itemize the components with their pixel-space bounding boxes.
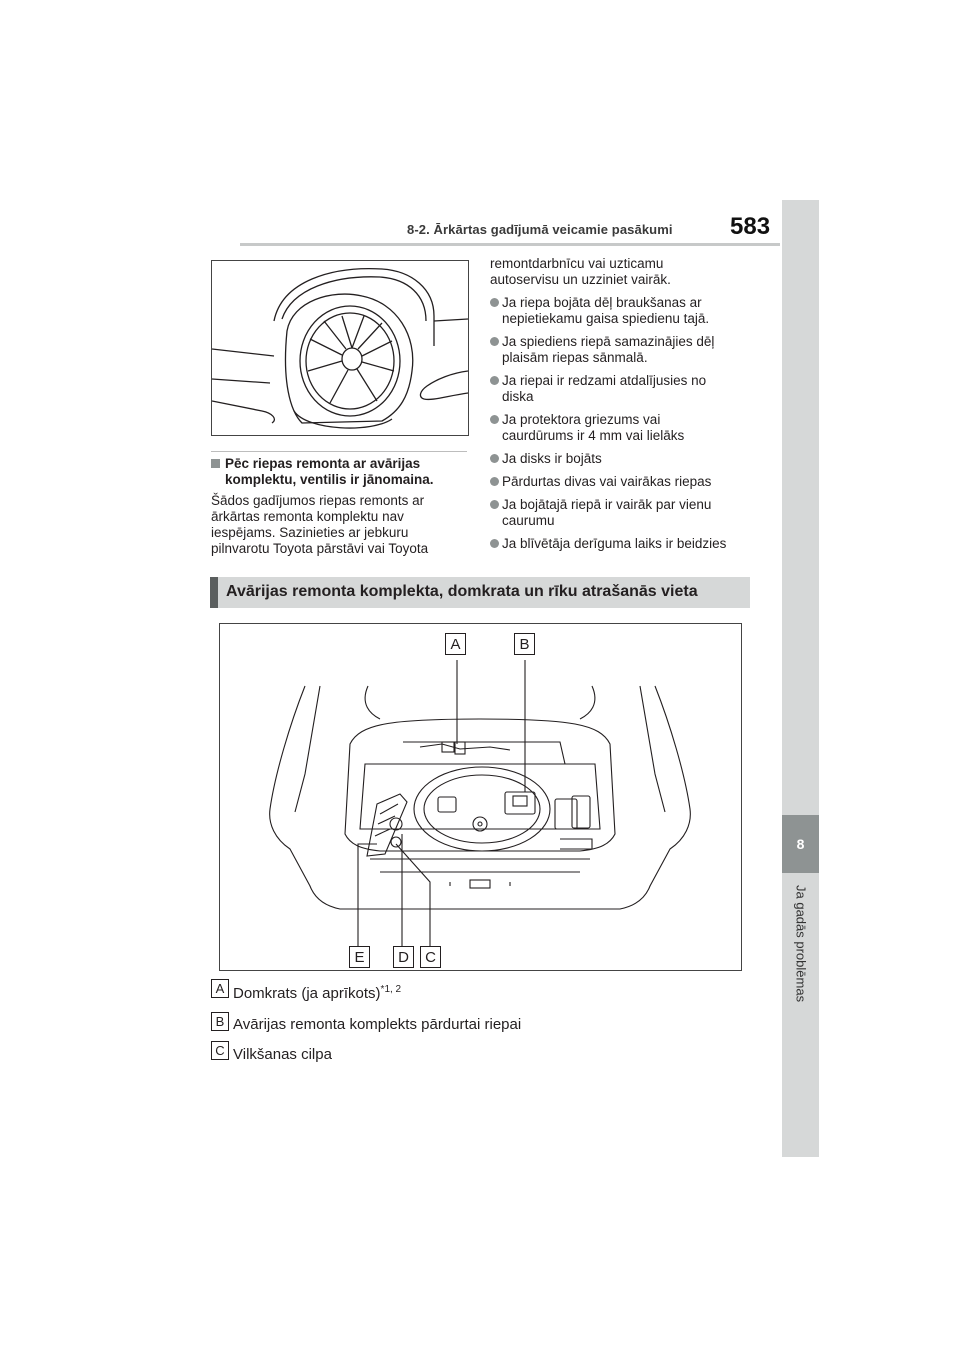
label-d: D: [393, 946, 414, 968]
list-item: Pārdurtas divas vai vairākas riepas: [490, 474, 765, 490]
label-a: A: [445, 633, 466, 655]
label-b: B: [514, 633, 535, 655]
flat-tire-illustration: [211, 260, 469, 436]
chapter-side-tab: [782, 200, 819, 1157]
page-number: 583: [730, 213, 771, 240]
intro-line: autoservisu un uzziniet vairāk.: [490, 272, 671, 287]
intro-line: remontdarbnīcu vai uzticamu: [490, 256, 664, 271]
legend-label-a: A: [211, 979, 229, 998]
legend-text-a: Domkrats (ja aprīkots)*1, 2: [233, 984, 402, 1002]
flat-tire-drawing: [211, 267, 469, 429]
label-e: E: [349, 946, 370, 968]
chapter-title-vertical: Ja gadās problēmas: [782, 885, 819, 1025]
legend-label-c: C: [211, 1041, 229, 1060]
section-banner: Avārijas remonta komplekta, domkrata un …: [210, 577, 750, 608]
banner-accent: [210, 577, 218, 608]
footnote-ref: *1, 2: [380, 984, 402, 995]
trunk-illustration: A B E D C: [219, 623, 742, 971]
right-intro: remontdarbnīcu vai uzticamu autoservisu …: [490, 256, 760, 288]
square-bullet-icon: [211, 459, 220, 468]
list-item: Ja blīvētāja derīguma laiks ir beidzies: [490, 536, 765, 552]
trunk-drawing: [269, 660, 691, 949]
subheading: Pēc riepas remonta ar avārijas komplektu…: [211, 456, 481, 488]
section-title: 8-2. Ārkārtas gadījumā veicamie pasākumi: [407, 222, 673, 237]
paragraph-line: pilnvarotu Toyota pārstāvi vai Toyota: [211, 541, 429, 556]
subheading-line-1: Pēc riepas remonta ar avārijas: [225, 456, 421, 471]
banner-title: Avārijas remonta komplekta, domkrata un …: [226, 583, 698, 600]
column-divider: [211, 451, 467, 452]
paragraph-line: iespējams. Sazinieties ar jebkuru: [211, 525, 409, 540]
left-paragraph: Šādos gadījumos riepas remonts ar ārkārt…: [211, 493, 481, 557]
paragraph-line: Šādos gadījumos riepas remonts ar: [211, 493, 425, 508]
list-item: Ja disks ir bojāts: [490, 451, 765, 467]
header-rule: [240, 243, 780, 246]
label-c: C: [420, 946, 441, 968]
legend-text-c: Vilkšanas cilpa: [233, 1046, 332, 1063]
paragraph-line: ārkārtas remonta komplektu nav: [211, 509, 404, 524]
subheading-line-2: komplektu, ventilis ir jānomaina.: [225, 472, 434, 487]
chapter-number-badge: 8: [782, 815, 819, 873]
chapter-title: Ja gadās problēmas: [793, 885, 808, 1003]
legend-text-b: Avārijas remonta komplekts pārdurtai rie…: [233, 1016, 522, 1033]
legend-label-b: B: [211, 1012, 229, 1031]
